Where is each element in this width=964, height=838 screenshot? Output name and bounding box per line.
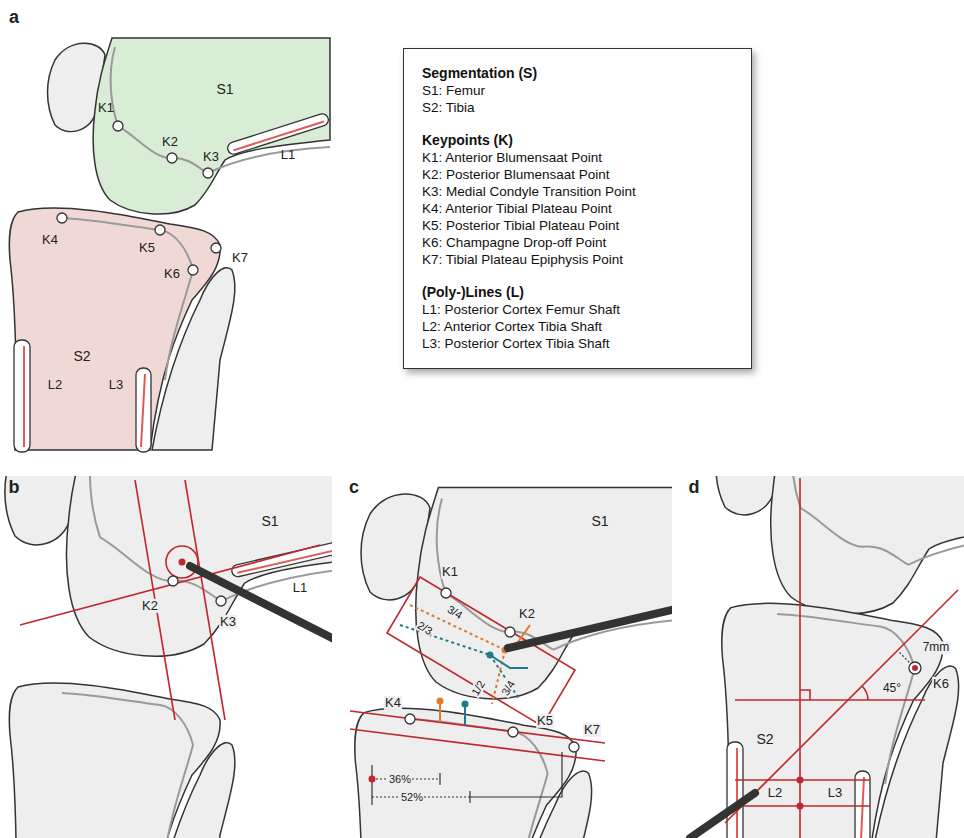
keypoint-label: K4 (384, 696, 402, 710)
legend-item: S1: Femur (422, 82, 733, 99)
legend-heading: Keypoints (K) (422, 132, 733, 149)
tibia (9, 683, 220, 838)
keypoint-marker (57, 121, 221, 275)
line-label: L1 (280, 148, 296, 162)
measurement-line (372, 752, 562, 805)
pen (690, 793, 755, 838)
segment-label: S1 (590, 514, 609, 529)
keypoint-label: K7 (231, 251, 249, 265)
keypoint-label: K1 (441, 565, 459, 579)
cortex-line (727, 742, 870, 838)
keypoint-label: K7 (583, 723, 601, 737)
panel-d (690, 476, 964, 838)
keypoint-label: K6 (932, 677, 950, 691)
line-label: L2 (47, 378, 63, 392)
segment-label: S2 (755, 732, 774, 747)
tibia (355, 708, 576, 838)
line-label: L2 (767, 786, 783, 800)
femur (416, 488, 672, 699)
legend-item: L2: Anterior Cortex Tibia Shaft (422, 318, 733, 335)
keypoint-label: K3 (202, 150, 220, 164)
line-label: L3 (827, 786, 843, 800)
ratio-point (437, 647, 509, 708)
cortex-line (231, 541, 332, 577)
legend-item: K1: Anterior Blumensaat Point (422, 149, 733, 166)
tibial-plateau-line (62, 218, 193, 380)
line-label: L3 (108, 378, 124, 392)
keypoint-marker (405, 588, 579, 752)
keypoint-label: K2 (161, 135, 179, 149)
blumensaat-line (111, 47, 330, 173)
distance-label: 7mm (922, 641, 951, 654)
cortex-line (226, 112, 330, 155)
segment-label: S2 (72, 349, 91, 364)
panel-letter: c (348, 478, 360, 498)
legend-item: K6: Champagne Drop-off Point (422, 234, 733, 251)
projection-line (440, 625, 530, 725)
blumensaat-line (437, 498, 672, 649)
keypoint-label: K1 (97, 101, 115, 115)
ratio-label: 3/4 (444, 602, 465, 621)
cortex-line (14, 340, 151, 452)
legend-item: L3: Posterior Cortex Tibia Shaft (422, 335, 733, 352)
panel-b (5, 476, 332, 838)
reference-dot (369, 776, 376, 783)
panel-c (350, 488, 672, 838)
keypoint-label: K2 (141, 599, 159, 613)
keypoint-label: K4 (41, 233, 59, 247)
angle-label: 45° (882, 682, 902, 695)
keypoint-label: K6 (163, 267, 181, 281)
legend-item: K7: Tibial Plateau Epiphysis Point (422, 251, 733, 268)
construction-line (20, 480, 320, 720)
blumensaat-line (90, 476, 332, 601)
tibial-plateau-line (777, 614, 915, 784)
percent-label: 36% (388, 773, 412, 785)
keypoint-marker (909, 662, 921, 674)
legend-item: L1: Posterior Cortex Femur Shaft (422, 301, 733, 318)
panel-letter: b (8, 478, 21, 498)
construction-line (725, 478, 958, 838)
keypoint-label: K5 (536, 714, 554, 728)
construction-line (350, 577, 605, 761)
ratio-label: 2/3 (414, 618, 435, 637)
legend-item: K4: Anterior Tibial Plateau Point (422, 200, 733, 217)
ratio-label: 1/2 (468, 677, 487, 698)
legend-box: Segmentation (S)S1: FemurS2: TibiaKeypoi… (403, 48, 752, 369)
keypoint-label: K2 (518, 607, 536, 621)
panel-letter: d (688, 478, 701, 498)
percent-label: 52% (400, 791, 424, 803)
midpoint-dot (797, 777, 804, 810)
pen (190, 566, 332, 642)
legend-item: K2: Posterior Blumensaat Point (422, 166, 733, 183)
keypoint-marker (168, 576, 226, 606)
keypoint-label: K5 (138, 241, 156, 255)
legend-heading: Segmentation (S) (422, 65, 733, 82)
legend-heading: (Poly-)Lines (L) (422, 284, 733, 301)
legend-item: K5: Posterior Tibial Plateau Point (422, 217, 733, 234)
keypoint-marker (912, 665, 918, 671)
keypoint-label: K3 (219, 615, 237, 629)
segment-label: S1 (260, 514, 279, 529)
legend-item: S2: Tibia (422, 99, 733, 116)
panel-a (9, 38, 330, 452)
blumensaat-line (792, 476, 964, 565)
panel-letter: a (8, 8, 20, 28)
segment-label: S1 (215, 82, 234, 97)
ratio-label: 3/4 (498, 677, 517, 698)
femur-segment (93, 38, 330, 214)
tibia-segment (9, 208, 220, 450)
tibial-plateau-line (410, 719, 548, 838)
line-label: L1 (292, 581, 308, 595)
legend-item: K3: Medial Condyle Transition Point (422, 183, 733, 200)
center-dot (179, 559, 186, 566)
